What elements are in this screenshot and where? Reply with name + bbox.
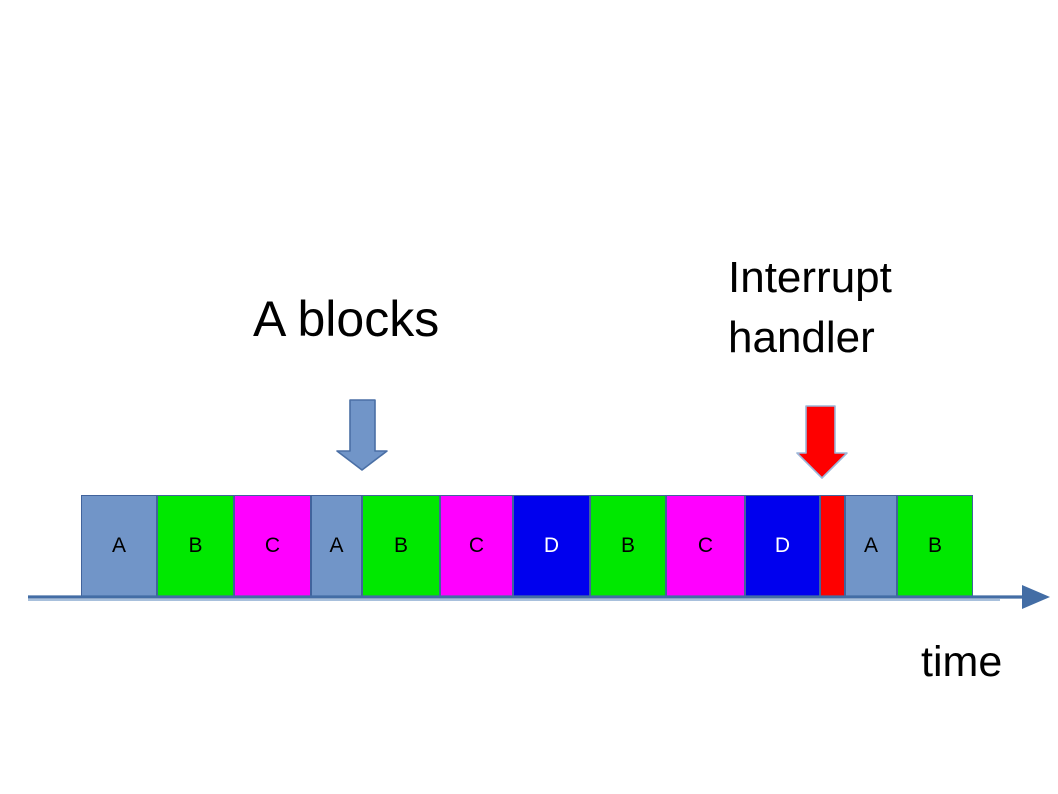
timeline-block-d: D (745, 495, 820, 597)
interrupt-arrow-icon (796, 405, 848, 479)
timeline-block-c: C (440, 495, 513, 597)
time-axis-label: time (921, 638, 1003, 686)
a-blocks-arrow-icon (336, 399, 388, 471)
timeline-block-b: B (590, 495, 666, 597)
timeline-block-c: C (234, 495, 311, 597)
timeline-block-a: A (81, 495, 157, 597)
down-arrow-shape (796, 405, 848, 479)
a-blocks-title: A blocks (253, 291, 440, 347)
axis-arrowhead-icon (1022, 585, 1050, 609)
interrupt-handler-title: Interrupt handler (728, 253, 892, 362)
timeline-block-b: B (157, 495, 234, 597)
timeline-block-b: B (897, 495, 973, 597)
timeline-block-d: D (513, 495, 590, 597)
interrupt-block (820, 495, 845, 597)
timeline-block-a: A (845, 495, 897, 597)
down-arrow-shape (336, 399, 388, 471)
timeline-block-c: C (666, 495, 745, 597)
